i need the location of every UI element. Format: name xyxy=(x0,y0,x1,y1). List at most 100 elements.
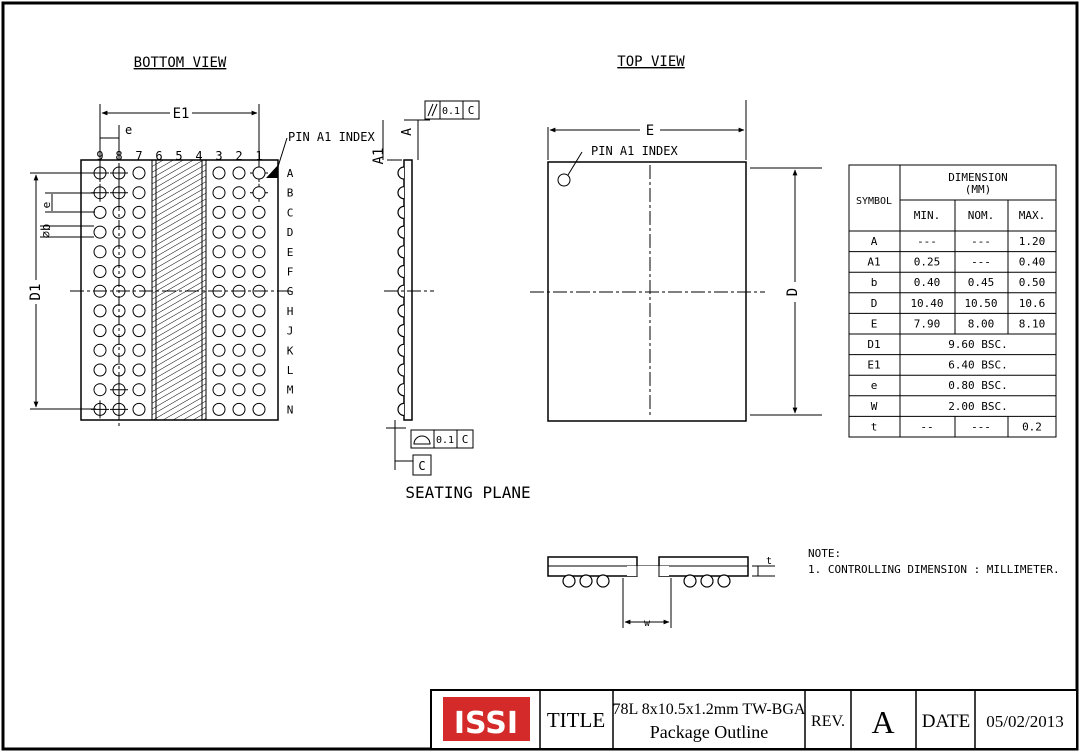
solder-ball xyxy=(212,245,226,259)
solder-ball xyxy=(93,324,107,338)
column-label: 2 xyxy=(235,149,242,163)
title-line-1: 78L 8x10.5x1.2mm TW-BGA xyxy=(613,701,806,718)
solder-ball xyxy=(132,265,146,278)
section-solder-ball xyxy=(717,574,731,588)
side-solder-ball xyxy=(397,343,405,357)
solder-ball xyxy=(132,245,146,259)
parallelism-frame xyxy=(424,100,480,120)
rev-label: REV. xyxy=(811,713,845,730)
solder-ball xyxy=(93,205,107,219)
title-label: TITLE xyxy=(547,708,605,732)
column-label: 5 xyxy=(175,149,182,163)
row-label: K xyxy=(287,344,294,357)
section-solder-ball xyxy=(579,574,593,588)
solder-ball xyxy=(212,225,226,239)
seating-plane-label: SEATING PLANE xyxy=(405,483,530,502)
solder-ball xyxy=(93,363,107,377)
solder-ball xyxy=(132,304,146,318)
ball-group-right xyxy=(212,166,266,416)
dim-phi-b-label: ⌀b xyxy=(39,224,53,238)
side-solder-ball xyxy=(397,264,405,279)
table-nom-cell: 10.50 xyxy=(964,297,997,310)
solder-ball xyxy=(132,383,146,397)
solder-ball xyxy=(93,343,107,357)
table-symbol-cell: D xyxy=(871,297,878,310)
solder-ball xyxy=(93,265,107,278)
side-solder-ball xyxy=(397,304,405,318)
flatness-value: 0.1 xyxy=(436,435,454,446)
side-solder-ball xyxy=(397,205,405,219)
row-label: G xyxy=(287,285,294,298)
table-symbol-cell: E xyxy=(871,317,878,330)
solder-ball xyxy=(232,245,246,259)
datum-c-frame xyxy=(412,454,432,476)
table-max-cell: 1.20 xyxy=(1019,235,1046,248)
cross-section-view: w t xyxy=(547,556,775,629)
table-unit-header: (MM) xyxy=(965,183,992,196)
table-nom-cell: 0.45 xyxy=(968,276,995,289)
side-solder-ball xyxy=(397,324,405,338)
solder-ball xyxy=(252,166,266,180)
table-min-cell: 0.25 xyxy=(914,256,941,269)
table-min-cell: 10.40 xyxy=(910,297,943,310)
note-item-1: 1. CONTROLLING DIMENSION : MILLIMETER. xyxy=(808,563,1060,576)
top-pin-a1-marker xyxy=(557,173,571,187)
issi-logo-text: ISSI xyxy=(454,706,518,741)
side-solder-ball xyxy=(397,245,405,259)
solder-ball xyxy=(132,363,146,377)
solder-ball xyxy=(232,205,246,219)
table-max-header: MAX. xyxy=(1019,209,1046,222)
solder-ball xyxy=(232,324,246,338)
table-symbol-header: SYMBOL xyxy=(856,196,892,207)
table-symbol-cell: W xyxy=(871,400,878,413)
table-span-cell: 2.00 BSC. xyxy=(948,400,1008,413)
solder-ball xyxy=(132,402,146,416)
table-nom-cell: --- xyxy=(971,256,991,269)
row-label: L xyxy=(287,364,294,377)
solder-ball xyxy=(212,186,226,200)
pin-a1-index-label: PIN A1 INDEX xyxy=(288,130,375,144)
row-label: B xyxy=(287,187,294,200)
table-dimension-header: DIMENSION xyxy=(948,171,1008,184)
solder-ball xyxy=(252,402,266,416)
side-solder-ball xyxy=(397,186,405,200)
solder-ball xyxy=(252,324,266,338)
title-block: ISSI TITLE 78L 8x10.5x1.2mm TW-BGA Packa… xyxy=(430,689,1078,750)
solder-ball xyxy=(252,186,266,200)
solder-ball xyxy=(252,205,266,219)
side-solder-ball xyxy=(397,383,405,397)
dim-t-label: t xyxy=(766,556,772,567)
pin-a1-index-triangle xyxy=(266,165,278,178)
table-symbol-cell: E1 xyxy=(867,359,880,372)
solder-ball xyxy=(232,225,246,239)
solder-ball xyxy=(232,383,246,397)
section-solder-ball xyxy=(683,574,697,588)
parallelism-datum: C xyxy=(468,104,475,117)
table-span-cell: 6.40 BSC. xyxy=(948,359,1008,372)
parallelism-value: 0.1 xyxy=(442,106,460,117)
side-solder-ball xyxy=(397,225,405,239)
solder-ball xyxy=(93,304,107,318)
row-label: H xyxy=(287,305,294,318)
table-max-cell: 0.40 xyxy=(1019,256,1046,269)
hatched-channel xyxy=(151,159,207,421)
table-symbol-cell: D1 xyxy=(867,338,880,351)
solder-ball xyxy=(232,265,246,278)
solder-ball xyxy=(132,343,146,357)
bottom-view-title: BOTTOM VIEW xyxy=(134,55,227,71)
note-heading: NOTE: xyxy=(808,547,841,560)
side-solder-ball xyxy=(397,166,405,180)
row-label: N xyxy=(287,403,294,416)
table-nom-cell: --- xyxy=(971,235,991,248)
date-label: DATE xyxy=(922,711,971,732)
column-label: 6 xyxy=(155,149,162,163)
solder-ball xyxy=(232,363,246,377)
solder-ball xyxy=(132,186,146,200)
column-labels: 987654321 xyxy=(96,149,262,163)
issi-logo xyxy=(443,697,530,741)
row-label: D xyxy=(287,226,294,239)
table-symbol-cell: e xyxy=(871,379,878,392)
